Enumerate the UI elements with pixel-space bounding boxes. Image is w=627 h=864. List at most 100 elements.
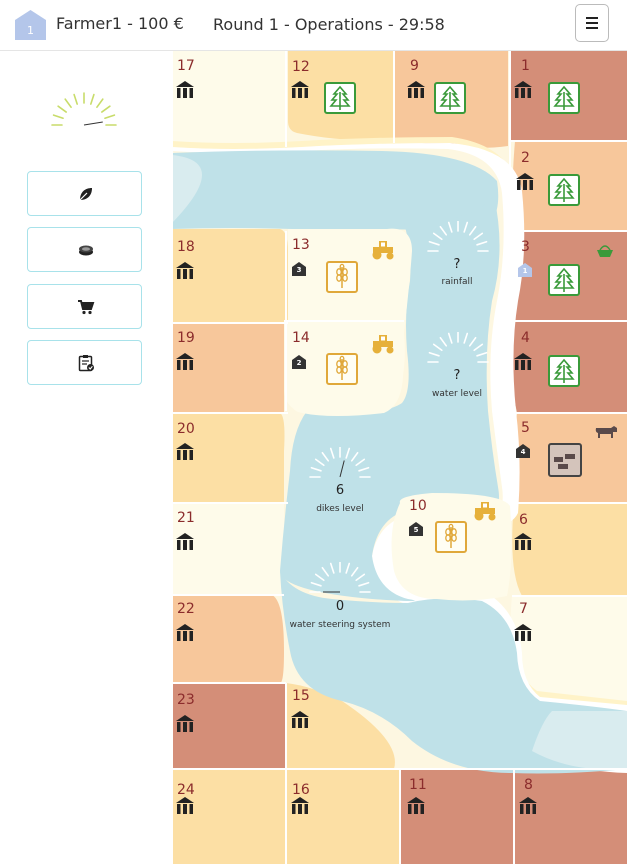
cell-number: 23 <box>177 692 195 708</box>
cell-number: 11 <box>409 777 427 793</box>
farm-building-icon <box>176 797 194 814</box>
cattle-icon <box>554 454 575 469</box>
biodiversity-gauge <box>51 92 117 126</box>
dikes-level-value: 6 <box>335 483 345 498</box>
player-house-marker[interactable]: 3 <box>291 261 307 277</box>
wheat-icon <box>445 523 457 548</box>
round-info: Round 1 - Operations - 29:58 <box>213 15 445 34</box>
sidebar: 10 biodiversity <box>0 51 172 864</box>
water-level-label: water level <box>432 389 482 399</box>
gauge-tick <box>96 98 104 109</box>
cell-number: 8 <box>524 777 533 793</box>
player-house-marker[interactable]: 5 <box>408 521 424 537</box>
leaf-icon <box>78 188 92 202</box>
tree-icon <box>439 85 461 110</box>
forest-card[interactable] <box>548 174 580 206</box>
player-house-icon: 1 <box>15 10 46 40</box>
cell-number: 15 <box>292 688 310 704</box>
cell-number: 24 <box>177 782 195 798</box>
farm-building-icon <box>516 173 534 190</box>
gauge-tick <box>350 451 359 462</box>
water-steering-label: water steering system <box>289 620 391 630</box>
own-house-marker[interactable]: 1 <box>517 262 533 278</box>
forest-card[interactable] <box>548 355 580 387</box>
cell-number: 17 <box>177 58 195 74</box>
crop-card[interactable] <box>326 353 358 385</box>
player-name: Farmer1 - 100 € <box>56 14 184 33</box>
gauge-tick <box>439 225 448 236</box>
crop-card[interactable] <box>326 261 358 293</box>
cell-number: 4 <box>521 330 530 346</box>
player-house-marker[interactable]: 2 <box>291 354 307 370</box>
gauge-tick <box>52 114 64 120</box>
cell-number: 10 <box>409 498 427 514</box>
rainfall-label: rainfall <box>441 277 473 287</box>
house-icon <box>516 444 530 458</box>
wheat-icon <box>336 355 348 380</box>
nature-button[interactable] <box>27 171 142 216</box>
house-icon <box>292 262 306 276</box>
gauge-tick <box>321 566 330 577</box>
farm-building-icon <box>407 797 425 814</box>
gauge-needle <box>339 460 345 478</box>
cell-number: 16 <box>292 782 310 798</box>
farm-building-icon <box>514 81 532 98</box>
gauge-tick <box>89 93 95 105</box>
tractor-icon <box>372 335 394 354</box>
cell-number: 13 <box>292 237 310 253</box>
farm-building-icon <box>176 81 194 98</box>
gauge-tick <box>476 351 488 357</box>
house-icon <box>409 522 423 536</box>
gauge-tick <box>473 232 484 241</box>
cell-number: 18 <box>177 239 195 255</box>
cell-number: 7 <box>519 601 528 617</box>
coins-icon <box>79 245 93 256</box>
farm-building-icon <box>514 353 532 370</box>
gauge-tick <box>100 105 111 113</box>
market-button[interactable] <box>27 284 142 329</box>
cell-number: 22 <box>177 601 195 617</box>
water-level-value: ? <box>453 368 461 383</box>
gauge-tick <box>358 581 370 587</box>
clipboard-check-icon <box>78 355 94 372</box>
tree-icon <box>553 85 575 110</box>
gauge-tick <box>104 114 116 120</box>
gauge-tick <box>345 562 351 574</box>
tree-icon <box>553 177 575 202</box>
menu-button[interactable] <box>575 4 609 42</box>
farm-building-icon <box>407 81 425 98</box>
gauge-tick <box>468 225 477 236</box>
tree-icon <box>329 85 351 110</box>
gauge-tick <box>329 447 335 459</box>
farm-building-icon <box>291 81 309 98</box>
tasks-button[interactable] <box>27 340 142 385</box>
forest-card[interactable] <box>434 82 466 114</box>
rainfall-value: ? <box>453 257 461 272</box>
cell-number: 21 <box>177 510 195 526</box>
livestock-card[interactable] <box>548 443 582 477</box>
cart-icon <box>78 300 95 315</box>
forest-card[interactable] <box>548 264 580 296</box>
gauge-tick <box>447 221 453 233</box>
water-level-gauge <box>427 332 489 363</box>
cell-number: 6 <box>519 512 528 528</box>
farm-building-icon <box>176 533 194 550</box>
gauge-tick <box>473 343 484 352</box>
gauge-tick <box>321 451 330 462</box>
gauge-tick <box>64 98 72 109</box>
tractor-icon <box>474 502 496 521</box>
forest-card[interactable] <box>548 82 580 114</box>
gauge-tick <box>310 581 322 587</box>
farm-building-icon <box>176 262 194 279</box>
finance-button[interactable] <box>27 227 142 272</box>
cell-number: 1 <box>521 58 530 74</box>
water-steering-gauge <box>309 562 371 593</box>
rainfall-gauge <box>427 221 489 252</box>
player-house-marker[interactable]: 4 <box>515 443 531 459</box>
forest-card[interactable] <box>324 82 356 114</box>
farm-building-icon <box>514 533 532 550</box>
game-board: 17 12 9 1 2 18 13 3 19 14 4 20 5 21 10 6… <box>172 51 627 864</box>
crop-card[interactable] <box>435 521 467 553</box>
gauge-needle <box>83 121 103 126</box>
gauge-tick <box>358 466 370 472</box>
